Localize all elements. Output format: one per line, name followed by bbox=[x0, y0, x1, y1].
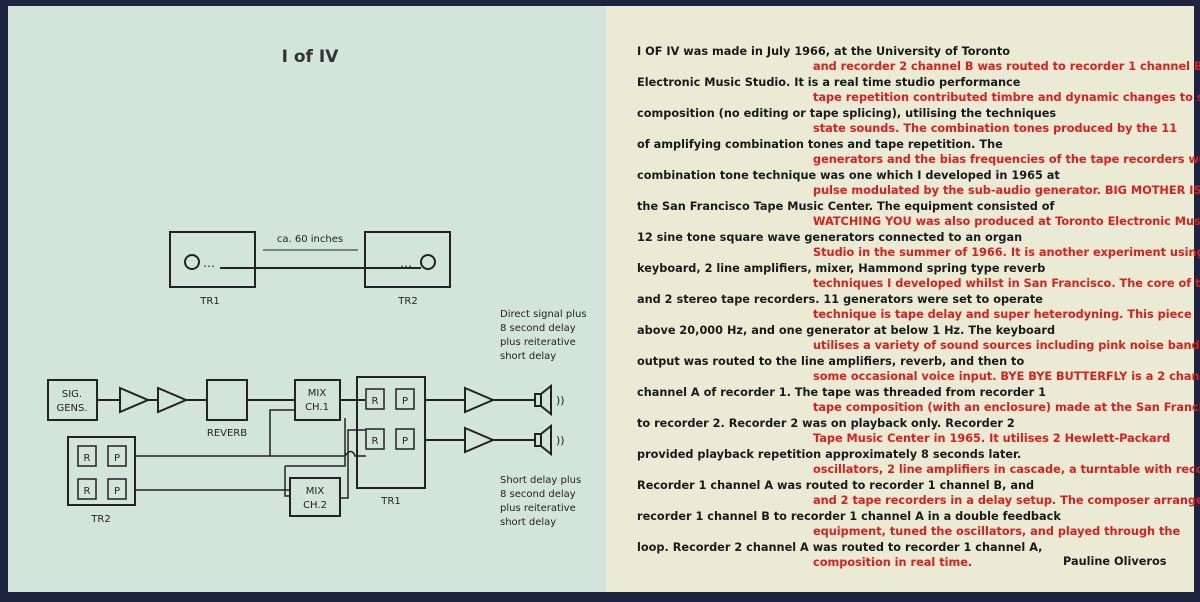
p-label: P bbox=[114, 453, 120, 464]
svg-text:8 second delay: 8 second delay bbox=[500, 489, 576, 500]
r-label: R bbox=[372, 396, 379, 407]
liner-note-line: 12 sine tone square wave generators conn… bbox=[637, 231, 1023, 244]
p-label: P bbox=[114, 486, 120, 497]
mix-ch1-box bbox=[294, 379, 341, 421]
sig-gens-label: SIG. bbox=[62, 389, 82, 400]
signal-flow-diagram: I of IV … … ca. 60 inches TR1 TR2 SIG. G… bbox=[47, 47, 587, 528]
red-liner-note-line: state sounds. The combination tones prod… bbox=[813, 122, 1178, 135]
red-liner-note-line: Tape Music Center in 1965. It utilises 2… bbox=[813, 432, 1171, 445]
red-liner-note-line: Studio in the summer of 1966. It is anot… bbox=[813, 246, 1200, 259]
amplifier-icon bbox=[157, 386, 189, 414]
reverb-label: REVERB bbox=[207, 428, 247, 439]
red-liner-note-line: oscillators, 2 line amplifiers in cascad… bbox=[813, 463, 1200, 476]
svg-text:Short delay plus: Short delay plus bbox=[500, 475, 581, 486]
liner-note-line: Electronic Music Studio. It is a real ti… bbox=[637, 76, 1021, 89]
svg-text:plus reiterative: plus reiterative bbox=[500, 337, 576, 348]
p-label: P bbox=[402, 436, 408, 447]
tape-reel-icon bbox=[184, 254, 200, 270]
reverb-box bbox=[206, 379, 248, 421]
mix-ch1-label: MIX bbox=[308, 388, 327, 399]
red-liner-note-line: some occasional voice input. BYE BYE BUT… bbox=[813, 370, 1200, 383]
svg-text:Direct signal plus: Direct signal plus bbox=[500, 309, 587, 320]
amplifier-icon bbox=[464, 386, 496, 414]
r-label: R bbox=[84, 486, 91, 497]
r-label: R bbox=[84, 453, 91, 464]
red-liner-note-line: tape repetition contributed timbre and d… bbox=[813, 91, 1200, 104]
red-liner-note-line: and 2 tape recorders in a delay setup. T… bbox=[813, 494, 1200, 507]
liner-note-line: I OF IV was made in July 1966, at the Un… bbox=[637, 45, 1011, 58]
red-liner-note-line: techniques I developed whilst in San Fra… bbox=[813, 277, 1200, 290]
tr2-box bbox=[67, 436, 136, 506]
red-liner-note-line: and recorder 2 channel B was routed to r… bbox=[813, 60, 1200, 73]
svg-text:)): )) bbox=[556, 394, 565, 407]
svg-text:8 second delay: 8 second delay bbox=[500, 323, 576, 334]
red-liner-note-line: utilises a variety of sound sources incl… bbox=[813, 339, 1200, 352]
svg-text:short delay: short delay bbox=[500, 351, 556, 362]
mix-ch2-box bbox=[289, 477, 341, 517]
r-label: R bbox=[372, 436, 379, 447]
short-delay-note: Short delay plus 8 second delay plus rei… bbox=[500, 475, 581, 528]
liner-note-line: and 2 stereo tape recorders. 11 generato… bbox=[637, 293, 1043, 306]
tr1-box bbox=[356, 376, 426, 489]
tr2-label: TR2 bbox=[397, 296, 417, 307]
right-page: I OF IV was made in July 1966, at the Un… bbox=[606, 6, 1200, 592]
red-liner-note-line: generators and the bias frequencies of t… bbox=[813, 153, 1200, 166]
direct-signal-note: Direct signal plus 8 second delay plus r… bbox=[500, 309, 587, 362]
red-liner-note-line: pulse modulated by the sub-audio generat… bbox=[813, 184, 1200, 197]
liner-note-line: keyboard, 2 line amplifiers, mixer, Hamm… bbox=[637, 262, 1046, 275]
svg-text:…: … bbox=[400, 256, 412, 270]
liner-note-line: loop. Recorder 2 channel A was routed to… bbox=[637, 541, 1043, 554]
sig-gens-box bbox=[47, 379, 98, 421]
red-liner-note-line: technique is tape delay and super hetero… bbox=[813, 308, 1192, 321]
liner-note-line: output was routed to the line amplifiers… bbox=[637, 355, 1025, 368]
liner-note-line: to recorder 2. Recorder 2 was on playbac… bbox=[637, 417, 1015, 430]
red-liner-note-line: composition in real time. bbox=[813, 556, 973, 569]
mix-ch2-label: MIX bbox=[306, 486, 325, 497]
liner-note-line: the San Francisco Tape Music Center. The… bbox=[637, 200, 1055, 213]
liner-note-line: Recorder 1 channel A was routed to recor… bbox=[637, 479, 1035, 492]
tape-reel-icon bbox=[420, 254, 436, 270]
distance-label: ca. 60 inches bbox=[277, 234, 343, 245]
amplifier-icon bbox=[119, 386, 151, 414]
tr2-recorder-box bbox=[364, 231, 451, 288]
liner-note-line: provided playback repetition approximate… bbox=[637, 448, 1022, 461]
liner-note-line: channel A of recorder 1. The tape was th… bbox=[637, 386, 1046, 399]
red-liner-note-line: equipment, tuned the oscillators, and pl… bbox=[813, 525, 1181, 538]
svg-text:…: … bbox=[203, 256, 215, 270]
mix-ch1-label: CH.1 bbox=[305, 402, 329, 413]
tr2-bottom-label: TR2 bbox=[90, 514, 110, 525]
liner-note-line: of amplifying combination tones and tape… bbox=[637, 138, 1003, 151]
left-page: I of IV … … ca. 60 inches TR1 TR2 SIG. G… bbox=[8, 6, 606, 592]
svg-text:)): )) bbox=[556, 434, 565, 447]
speaker-icon bbox=[534, 423, 552, 457]
liner-note-line: combination tone technique was one which… bbox=[637, 169, 1060, 182]
mix-ch2-label: CH.2 bbox=[303, 500, 327, 511]
sig-gens-label: GENS. bbox=[56, 403, 87, 414]
svg-text:plus reiterative: plus reiterative bbox=[500, 503, 576, 514]
tr1-label: TR1 bbox=[199, 296, 219, 307]
liner-note-line: composition (no editing or tape splicing… bbox=[637, 107, 1057, 120]
p-label: P bbox=[402, 396, 408, 407]
amplifier-icon bbox=[464, 426, 496, 454]
speaker-icon bbox=[534, 383, 552, 417]
liner-note-line: recorder 1 channel B to recorder 1 chann… bbox=[637, 510, 1061, 523]
tr1-bottom-label: TR1 bbox=[380, 496, 400, 507]
page-title: I of IV bbox=[282, 47, 340, 67]
tr1-recorder-box bbox=[169, 231, 256, 288]
red-liner-note-line: WATCHING YOU was also produced at Toront… bbox=[813, 215, 1200, 228]
liner-note-line: above 20,000 Hz, and one generator at be… bbox=[637, 324, 1056, 337]
svg-text:short delay: short delay bbox=[500, 517, 556, 528]
red-liner-note-line: tape composition (with an enclosure) mad… bbox=[813, 401, 1200, 414]
signature: Pauline Oliveros bbox=[1063, 555, 1167, 568]
